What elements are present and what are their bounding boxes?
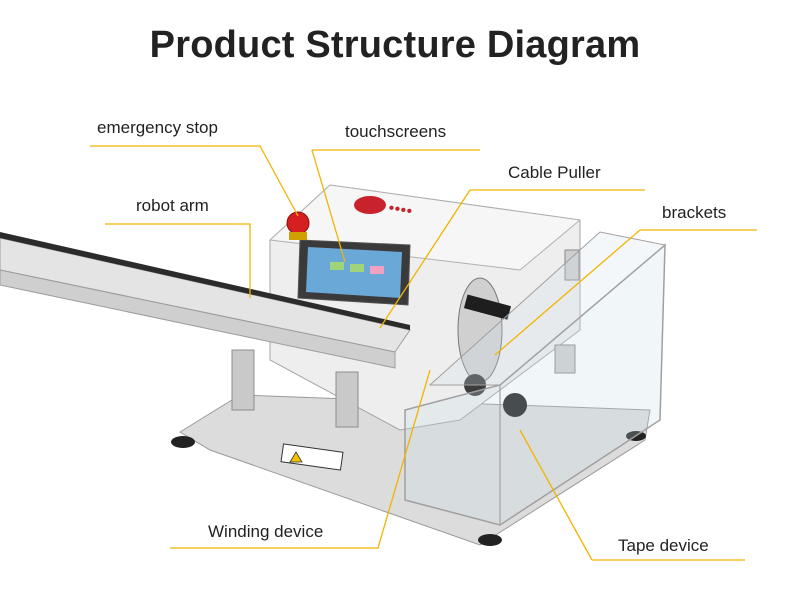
- callout-line-tape-device-leader: [519, 429, 593, 561]
- callout-line-touchscreens-leader: [311, 149, 346, 263]
- callout-line-brackets-leader: [494, 229, 641, 356]
- touchscreen-button: [350, 264, 364, 272]
- warning-label: [280, 443, 344, 471]
- brand-logo-text: ●●●●: [387, 202, 413, 217]
- touchscreen-button: [370, 266, 384, 274]
- label-robot-arm: robot arm: [136, 196, 209, 215]
- brand-logo-icon: [354, 196, 386, 214]
- bracket-plate-top: [564, 249, 580, 281]
- foot-front: [478, 534, 502, 546]
- robot-arm-rail: [0, 232, 410, 330]
- callout-line-emergency-stop: [90, 145, 299, 217]
- label-winding-device: Winding device: [208, 522, 324, 541]
- label-touchscreens: touchscreens: [345, 122, 447, 141]
- touchscreen-display: [306, 247, 402, 298]
- cable-puller-belt: [463, 294, 512, 320]
- arm-support-right: [335, 371, 359, 428]
- tape-roller-dark: [503, 393, 527, 417]
- warning-icon: [289, 451, 303, 463]
- label-emergency-stop: emergency stop: [97, 118, 218, 137]
- callout-line-robot-arm: [105, 223, 251, 298]
- label-tape-device: Tape device: [618, 536, 709, 555]
- emergency-stop-base: [289, 232, 307, 240]
- callout-line-winding-device: [170, 369, 431, 549]
- label-cable-puller: Cable Puller: [508, 163, 601, 182]
- bracket-plate: [554, 344, 576, 374]
- label-brackets: brackets: [662, 203, 727, 222]
- touchscreen-button: [330, 262, 344, 270]
- page-title: Product Structure Diagram: [149, 24, 641, 66]
- callout-line-cable-puller-leader: [379, 189, 471, 329]
- robot-arm-front: [0, 269, 396, 369]
- cover-top: [428, 231, 667, 386]
- callout-lines: [90, 145, 757, 561]
- foot-left: [171, 436, 195, 448]
- arm-support-left: [231, 349, 255, 411]
